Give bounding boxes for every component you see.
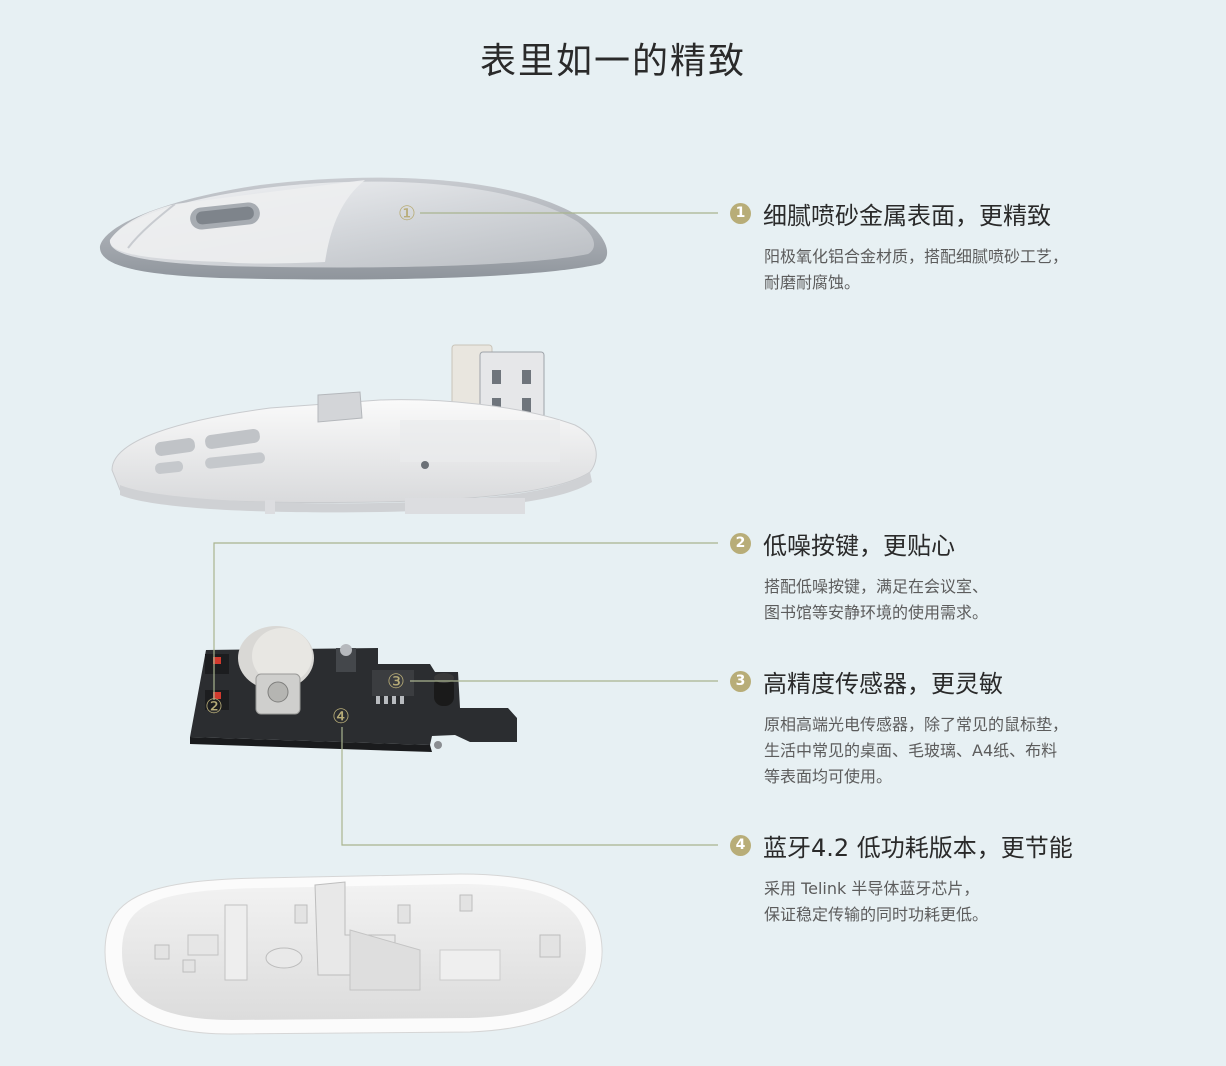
feature-3-head: 3 高精度传感器，更灵敏 bbox=[730, 666, 1150, 698]
feature-2-number-badge: 2 bbox=[730, 532, 751, 554]
feature-3-desc-line: 原相高端光电传感器，除了常见的鼠标垫， bbox=[764, 715, 1069, 734]
marker-2: ② bbox=[205, 694, 223, 718]
inner-frame bbox=[111, 391, 597, 514]
mouse-top-shell bbox=[99, 177, 608, 280]
marker-3: ③ bbox=[387, 669, 405, 693]
feature-2-desc-line: 搭配低噪按键，满足在会议室、 bbox=[764, 577, 989, 596]
feature-1-desc-line: 耐磨耐腐蚀。 bbox=[764, 273, 861, 292]
feature-1: 1 细腻喷砂金属表面，更精致 阳极氧化铝合金材质，搭配细腻喷砂工艺， 耐磨耐腐蚀… bbox=[730, 198, 1150, 296]
feature-4-desc-line: 保证稳定传输的同时功耗更低。 bbox=[764, 905, 989, 924]
feature-1-description: 阳极氧化铝合金材质，搭配细腻喷砂工艺， 耐磨耐腐蚀。 bbox=[764, 244, 1150, 296]
feature-4-head: 4 蓝牙4.2 低功耗版本，更节能 bbox=[730, 830, 1150, 862]
feature-1-desc-line: 阳极氧化铝合金材质，搭配细腻喷砂工艺， bbox=[764, 247, 1069, 266]
feature-2-desc-line: 图书馆等安静环境的使用需求。 bbox=[764, 603, 989, 622]
feature-1-heading: 细腻喷砂金属表面，更精致 bbox=[763, 201, 1051, 230]
feature-4-heading: 蓝牙4.2 低功耗版本，更节能 bbox=[763, 833, 1073, 862]
feature-3-number-badge: 3 bbox=[730, 670, 751, 692]
feature-4-number-badge: 4 bbox=[730, 834, 751, 856]
feature-4-description: 采用 Telink 半导体蓝牙芯片， 保证稳定传输的同时功耗更低。 bbox=[764, 876, 1150, 928]
feature-3-heading: 高精度传感器，更灵敏 bbox=[763, 669, 1003, 698]
feature-3: 3 高精度传感器，更灵敏 原相高端光电传感器，除了常见的鼠标垫， 生活中常见的桌… bbox=[730, 666, 1150, 790]
feature-4: 4 蓝牙4.2 低功耗版本，更节能 采用 Telink 半导体蓝牙芯片， 保证稳… bbox=[730, 830, 1150, 928]
feature-1-number-badge: 1 bbox=[730, 202, 751, 224]
feature-3-description: 原相高端光电传感器，除了常见的鼠标垫， 生活中常见的桌面、毛玻璃、A4纸、布料 … bbox=[764, 712, 1150, 790]
bottom-shell bbox=[104, 873, 603, 1035]
feature-2-description: 搭配低噪按键，满足在会议室、 图书馆等安静环境的使用需求。 bbox=[764, 574, 1150, 626]
feature-2: 2 低噪按键，更贴心 搭配低噪按键，满足在会议室、 图书馆等安静环境的使用需求。 bbox=[730, 528, 1150, 626]
marker-4: ④ bbox=[332, 704, 350, 728]
marker-1: ① bbox=[398, 201, 416, 225]
feature-3-desc-line: 等表面均可使用。 bbox=[764, 767, 893, 786]
page-title: 表里如一的精致 bbox=[479, 41, 746, 82]
scroll-wheel bbox=[238, 626, 314, 715]
feature-4-desc-line: 采用 Telink 半导体蓝牙芯片， bbox=[764, 879, 980, 898]
feature-1-head: 1 细腻喷砂金属表面，更精致 bbox=[730, 198, 1150, 230]
feature-3-desc-line: 生活中常见的桌面、毛玻璃、A4纸、布料 bbox=[764, 741, 1058, 760]
feature-2-heading: 低噪按键，更贴心 bbox=[763, 531, 955, 560]
leader-line-4 bbox=[341, 727, 718, 846]
leader-line-2 bbox=[213, 542, 718, 700]
feature-2-head: 2 低噪按键，更贴心 bbox=[730, 528, 1150, 560]
